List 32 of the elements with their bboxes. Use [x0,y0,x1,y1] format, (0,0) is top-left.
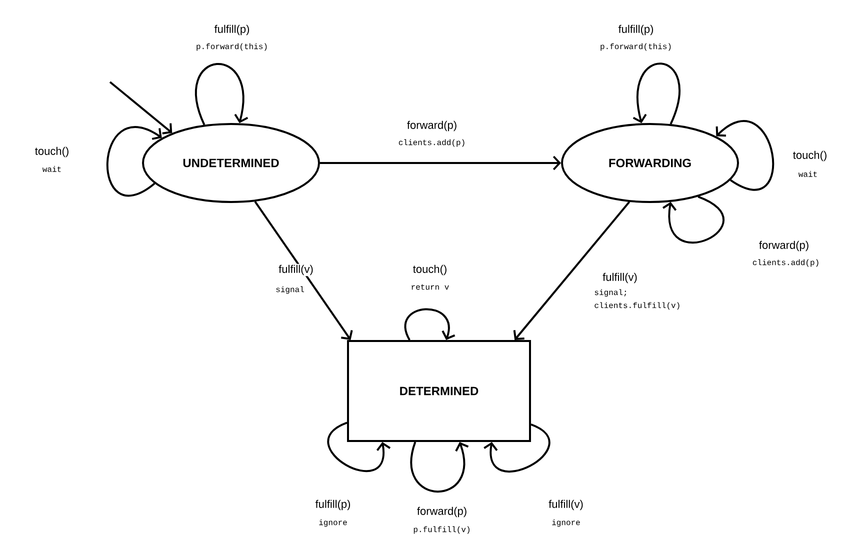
arrow [484,424,550,472]
action-label: clients.add(p) [752,259,818,267]
action-label: ignore [552,519,580,527]
action-label: return v [412,284,449,290]
arrow [404,308,456,340]
state-box: DETERMINED [347,340,531,442]
arrow [410,442,469,493]
action-label: p.forward(this) [600,43,671,51]
arrow [716,120,774,190]
action-label: signal [276,286,304,294]
arrow [254,200,353,340]
arrow [662,196,724,244]
edge-label: forward(p) [406,120,458,132]
action-label: wait [798,171,817,177]
edge-label: forward(p) [758,240,810,252]
action-label: p.forward(this) [196,43,267,51]
arrow [195,63,248,126]
edge-label: fulfill(v) [548,498,584,512]
action-label: ignore [319,519,347,527]
arrow [513,201,630,340]
action-label: signal; clients.fulfill(v) [594,289,680,310]
edge-label: fulfill(v) [602,272,638,284]
edge-label: forward(p) [416,506,468,518]
arrow [632,62,680,124]
arrow [327,422,391,472]
arrow [109,81,172,134]
action-label: clients.add(p) [398,139,464,147]
arrow [106,126,162,197]
action-label: p.fulfill(v) [414,526,470,534]
action-label: wait [42,166,61,172]
edge-label: fulfill(v) [278,264,314,276]
arrow [320,156,561,170]
